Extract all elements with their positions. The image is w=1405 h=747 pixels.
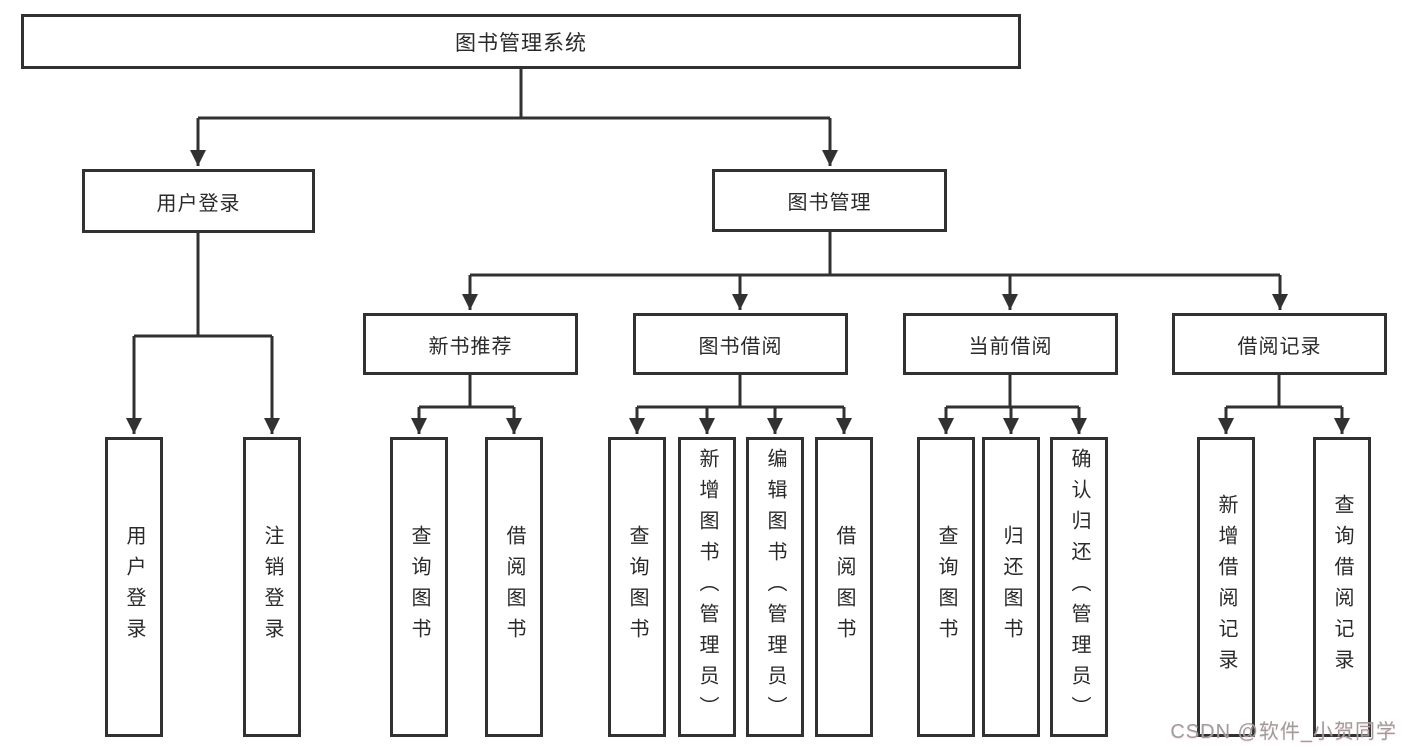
leaf-cb-confirm-return-admin: 确认归还（管理员） [1050,437,1108,737]
node-current-borrowing: 当前借阅 [903,313,1118,375]
leaf-label: 查询图书 [626,525,648,649]
node-new-book-recommend: 新书推荐 [363,313,578,375]
leaf-bb-borrow-books: 借阅图书 [815,437,873,737]
leaf-label: 编辑图书（管理员） [764,447,786,727]
leaf-label: 查询图书 [935,525,957,649]
leaf-bb-query-books: 查询图书 [608,437,666,737]
leaf-label: 新增借阅记录 [1215,494,1237,680]
node-user-login: 用户登录 [82,169,315,233]
leaf-label: 查询图书 [408,525,430,649]
leaf-bb-add-books-admin: 新增图书（管理员） [678,437,736,737]
leaf-label: 新增图书（管理员） [696,447,718,727]
leaf-label: 用户登录 [123,525,145,649]
leaf-label: 借阅图书 [503,525,525,649]
node-book-management-system: 图书管理系统 [21,14,1021,69]
node-borrowing-records: 借阅记录 [1172,313,1387,375]
leaf-label: 注销登录 [261,525,283,649]
node-book-management: 图书管理 [712,169,947,232]
leaf-cb-return-books: 归还图书 [982,437,1040,737]
leaf-label: 确认归还（管理员） [1068,447,1090,727]
leaf-label: 查询借阅记录 [1331,494,1353,680]
node-book-borrowing: 图书借阅 [633,313,848,375]
leaf-nbr-borrow-books: 借阅图书 [485,437,543,737]
leaf-bb-edit-books-admin: 编辑图书（管理员） [746,437,804,737]
leaf-label: 归还图书 [1000,525,1022,649]
leaf-user-login: 用户登录 [105,437,163,737]
leaf-br-query-record: 查询借阅记录 [1313,437,1371,737]
leaf-label: 借阅图书 [833,525,855,649]
leaf-br-add-record: 新增借阅记录 [1197,437,1255,737]
leaf-cb-query-books: 查询图书 [917,437,975,737]
leaf-nbr-query-books: 查询图书 [390,437,448,737]
leaf-logout: 注销登录 [243,437,301,737]
watermark: CSDN @软件_小贺同学 [1170,721,1397,743]
